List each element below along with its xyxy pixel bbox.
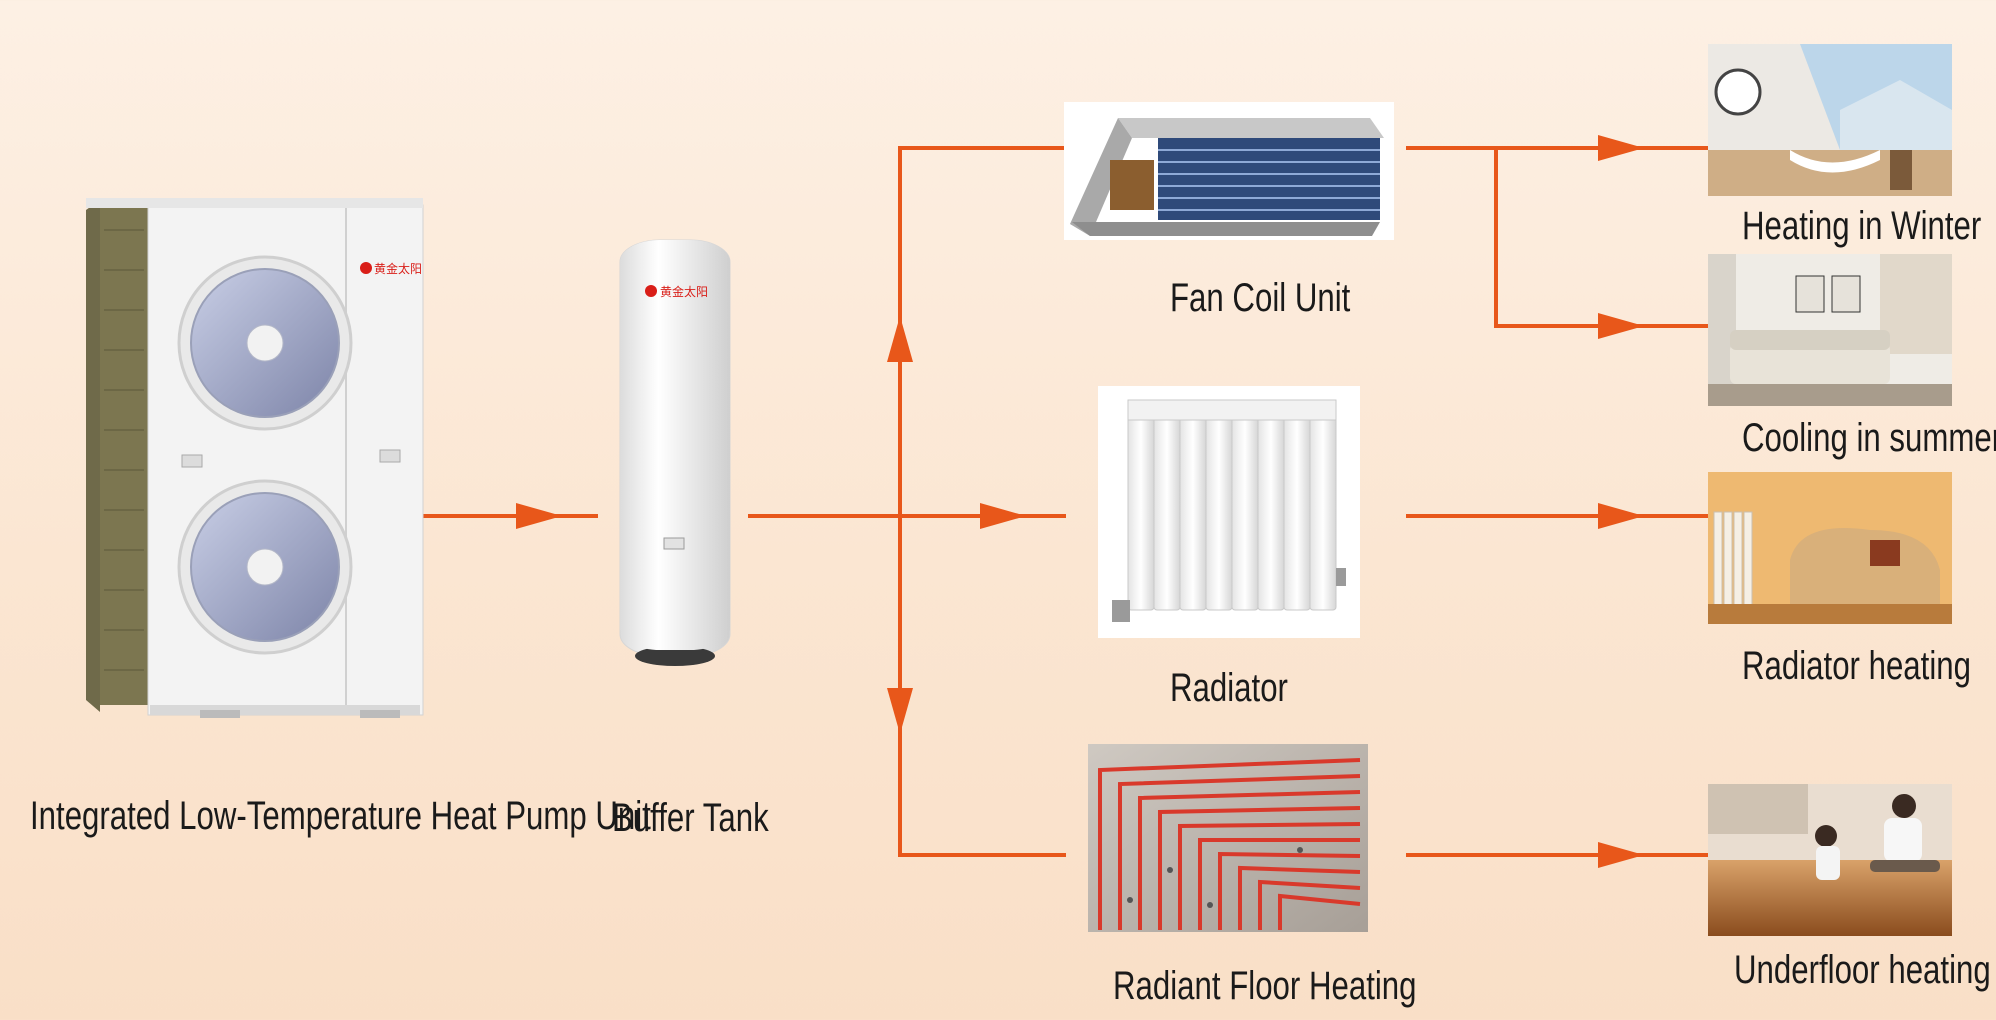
- arrow-right-icon: [1598, 503, 1644, 529]
- radiant-floor-image: [1088, 744, 1368, 932]
- arrow-right-icon: [1598, 313, 1644, 339]
- flow-manifold-vertical: [898, 146, 1066, 857]
- radiator-image: [1098, 386, 1360, 638]
- heat-pump-label: Integrated Low-Temperature Heat Pump Uni…: [30, 794, 651, 838]
- brand-logo-text: 黄金太阳: [374, 261, 422, 276]
- arrow-right-icon: [1598, 842, 1644, 868]
- brand-logo-icon: [645, 285, 657, 297]
- radiant-floor-label: Radiant Floor Heating: [1113, 964, 1417, 1008]
- arrow-down-icon: [887, 688, 913, 734]
- brand-logo-icon: [360, 262, 372, 274]
- radiator-label: Radiator: [1170, 666, 1288, 710]
- room-winter-photo: [1708, 44, 1952, 196]
- arrow-right-icon: [1598, 135, 1644, 161]
- arrow-right-icon: [980, 503, 1026, 529]
- heating-winter-label: Heating in Winter: [1742, 204, 1982, 248]
- buffer-tank-label: Buffer Tank: [612, 796, 769, 840]
- radiator-heating-label: Radiator heating: [1742, 644, 1971, 688]
- flow-fancoil-branch: [1494, 148, 1710, 328]
- flow-arrowheads: [516, 135, 1644, 868]
- fan-coil-label: Fan Coil Unit: [1170, 276, 1351, 320]
- radiator-room-photo: [1708, 472, 1952, 624]
- cooling-summer-label: Cooling in summer: [1742, 416, 1996, 460]
- brand-logo-text: 黄金太阳: [660, 284, 708, 299]
- heat-pump-unit-image: 黄金太阳: [86, 198, 424, 718]
- flow-lines: [422, 146, 1710, 857]
- family-floor-photo: [1708, 784, 1952, 936]
- arrow-right-icon: [516, 503, 562, 529]
- arrow-up-icon: [887, 316, 913, 362]
- underfloor-heating-label: Underfloor heating: [1734, 948, 1991, 992]
- fan-coil-unit-image: [1064, 102, 1394, 240]
- buffer-tank-image: 黄金太阳: [619, 239, 731, 666]
- living-room-summer-photo: [1708, 254, 1952, 406]
